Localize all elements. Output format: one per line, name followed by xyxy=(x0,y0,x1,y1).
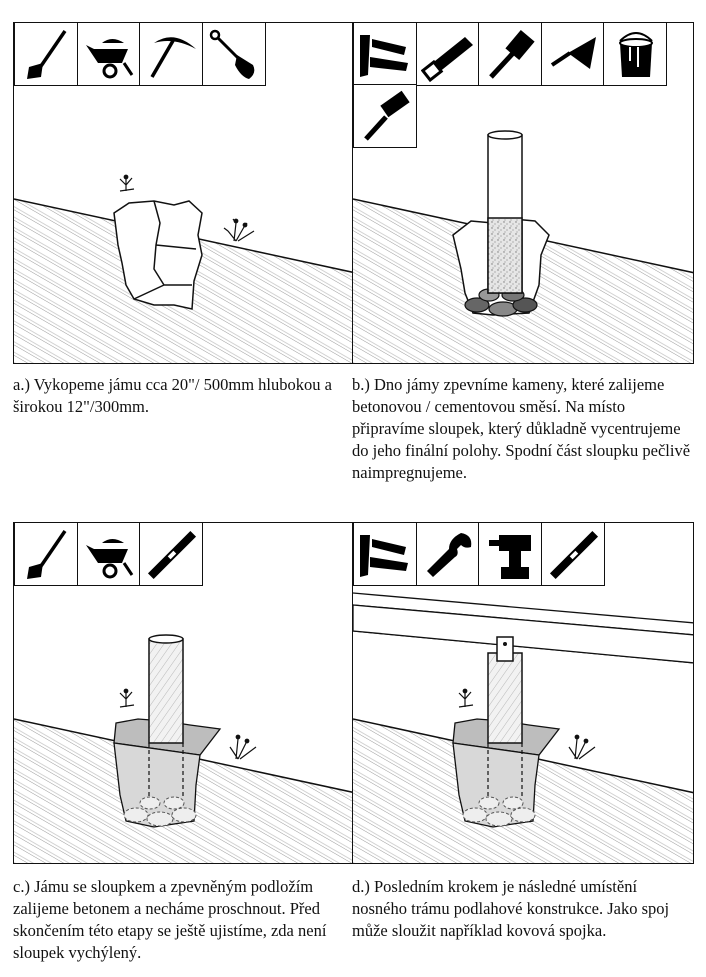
tool-slot xyxy=(14,523,78,586)
base-stones xyxy=(123,796,197,827)
tool-slot xyxy=(139,23,203,86)
tool-slot xyxy=(139,523,203,586)
tool-slot xyxy=(540,23,605,86)
step-b-caption: b.) Dno jámy zpevníme kameny, které zali… xyxy=(352,375,691,482)
tool-slot xyxy=(415,523,480,586)
handsaw-icon xyxy=(420,36,473,82)
pickaxe-icon xyxy=(150,36,196,78)
tool-slot xyxy=(415,23,480,86)
tool-slot xyxy=(478,523,542,586)
tool-slot xyxy=(603,23,667,86)
hammer-icon xyxy=(489,29,535,79)
tool-slot xyxy=(353,83,417,148)
step-d-toolbar xyxy=(353,523,605,586)
step-a-caption: a.) Vykopeme jámu cca 20"/ 500mm hluboko… xyxy=(13,375,332,416)
paint-can-icon xyxy=(619,31,653,77)
tool-slot xyxy=(76,23,141,86)
floor-beam xyxy=(353,592,693,664)
step-b-toolbar xyxy=(353,23,667,86)
wrench-icon xyxy=(426,532,471,577)
shovel-icon xyxy=(27,529,67,579)
small-weed xyxy=(458,688,474,708)
spirit-level-icon xyxy=(147,530,197,579)
cordless-drill-icon xyxy=(489,534,531,579)
step-c-illustration xyxy=(13,522,355,864)
shovel-icon xyxy=(27,29,67,79)
small-weed xyxy=(119,688,135,708)
step-c-caption: c.) Jámu se sloupkem a zpevněným podloží… xyxy=(13,877,327,962)
wooden-post xyxy=(487,130,523,294)
spade-icon xyxy=(209,29,254,79)
wheelbarrow-icon xyxy=(85,538,133,578)
step-a-toolbar xyxy=(14,23,266,86)
base-stones xyxy=(462,796,536,827)
tool-slot xyxy=(478,23,542,86)
tool-slot xyxy=(353,523,417,586)
wheelbarrow-icon xyxy=(85,38,133,78)
tool-slot xyxy=(14,23,78,86)
tool-slot xyxy=(76,523,141,586)
spirit-level-icon xyxy=(549,530,598,579)
trowel-icon xyxy=(550,36,596,69)
step-a-illustration xyxy=(13,22,355,364)
wooden-post xyxy=(148,634,184,797)
step-b-illustration xyxy=(352,22,694,364)
step-d-caption: d.) Posledním krokem je následné umístěn… xyxy=(352,877,670,940)
grass-tuft xyxy=(223,218,255,242)
small-weed xyxy=(119,174,135,192)
folding-ruler-icon xyxy=(360,34,408,77)
tool-slot xyxy=(540,523,605,586)
metal-bracket xyxy=(496,636,514,662)
tool-slot xyxy=(201,23,266,86)
grass-tuft xyxy=(229,734,257,760)
step-d-illustration xyxy=(352,522,694,864)
folding-ruler-icon xyxy=(360,534,408,577)
wooden-post xyxy=(487,652,523,797)
step-c-toolbar xyxy=(14,523,203,586)
grass-tuft xyxy=(568,734,596,760)
tool-slot xyxy=(353,23,417,86)
excavated-pit xyxy=(113,200,203,310)
paintbrush-icon xyxy=(364,90,410,141)
